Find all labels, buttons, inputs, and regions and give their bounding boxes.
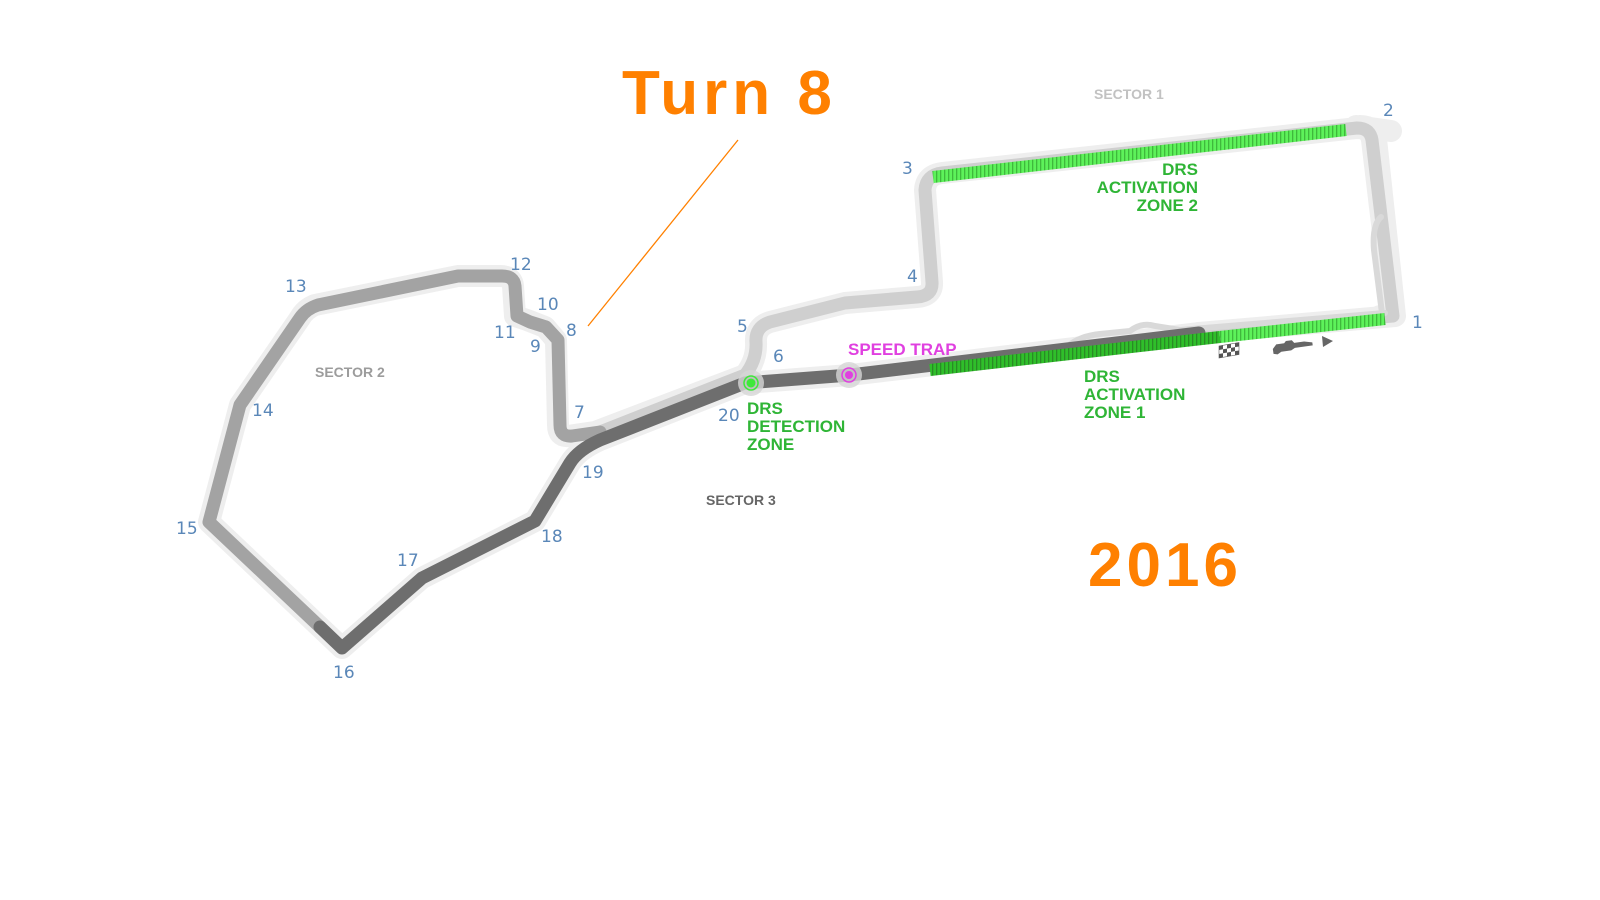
turn-number-3: 3 [902, 159, 913, 179]
sector-3-label: SECTOR 3 [706, 492, 776, 508]
turn-number-17: 17 [397, 551, 419, 571]
turn-number-15: 15 [176, 519, 198, 539]
checkered-flag-icon [1218, 342, 1240, 359]
turn-number-20: 20 [718, 406, 740, 426]
sector-3-track [313, 326, 1206, 655]
turn-number-19: 19 [582, 463, 604, 483]
sector-1-label: SECTOR 1 [1094, 86, 1164, 102]
drs-detection-line-1: DRS [747, 399, 783, 418]
turn-number-13: 13 [285, 277, 307, 297]
sector-2-label: SECTOR 2 [315, 364, 385, 380]
turn-number-8: 8 [566, 321, 577, 341]
speed-trap-label: SPEED TRAP [848, 340, 957, 359]
sector-1-track [593, 121, 1400, 439]
car-icon [1272, 340, 1313, 355]
pit-lane [1065, 214, 1388, 349]
turn-number-1: 1 [1412, 313, 1423, 333]
turn-number-9: 9 [530, 337, 541, 357]
drs-zone-1-track-light [1219, 313, 1386, 343]
drs-zone-2-line-2: ACTIVATION [1097, 178, 1198, 197]
drs-zone-2-line-3: ZONE 2 [1137, 196, 1198, 215]
drs-zone-1-line-3: ZONE 1 [1084, 403, 1145, 422]
turn-title: Turn 8 [622, 59, 837, 128]
turn-number-4: 4 [907, 267, 918, 287]
turn-number-6: 6 [773, 347, 784, 367]
drs-zone-2-track [932, 124, 1347, 183]
turn-number-11: 11 [494, 323, 516, 343]
title-pointer-line [587, 139, 739, 327]
drs-detection-line-2: DETECTION [747, 417, 845, 436]
drs-detection-point[interactable] [738, 370, 764, 396]
sector-2-track [202, 269, 607, 634]
drs-zone-2-line-1: DRS [1162, 160, 1198, 179]
drs-zone-1-line-1: DRS [1084, 367, 1120, 386]
drs-zone-1-label: DRS ACTIVATION ZONE 1 [1084, 367, 1185, 422]
turn-number-18: 18 [541, 527, 563, 547]
drs-detection-line-3: ZONE [747, 435, 794, 454]
turn-number-12: 12 [510, 255, 532, 275]
turn-number-2: 2 [1383, 101, 1394, 121]
turn-number-7: 7 [574, 403, 585, 423]
drs-zone-2-label: DRS ACTIVATION ZONE 2 [1097, 160, 1198, 215]
drs-zone-1-line-2: ACTIVATION [1084, 385, 1185, 404]
speed-trap-point[interactable] [836, 362, 862, 388]
turn-number-10: 10 [537, 295, 559, 315]
drs-zone-1-track-dark [929, 331, 1221, 376]
drs-detection-label: DRS DETECTION ZONE [747, 399, 845, 454]
turn-number-5: 5 [737, 317, 748, 337]
turn-number-16: 16 [333, 663, 355, 683]
turn-number-14: 14 [252, 401, 274, 421]
direction-arrow-icon [1322, 336, 1333, 347]
year-label: 2016 [1088, 531, 1242, 600]
